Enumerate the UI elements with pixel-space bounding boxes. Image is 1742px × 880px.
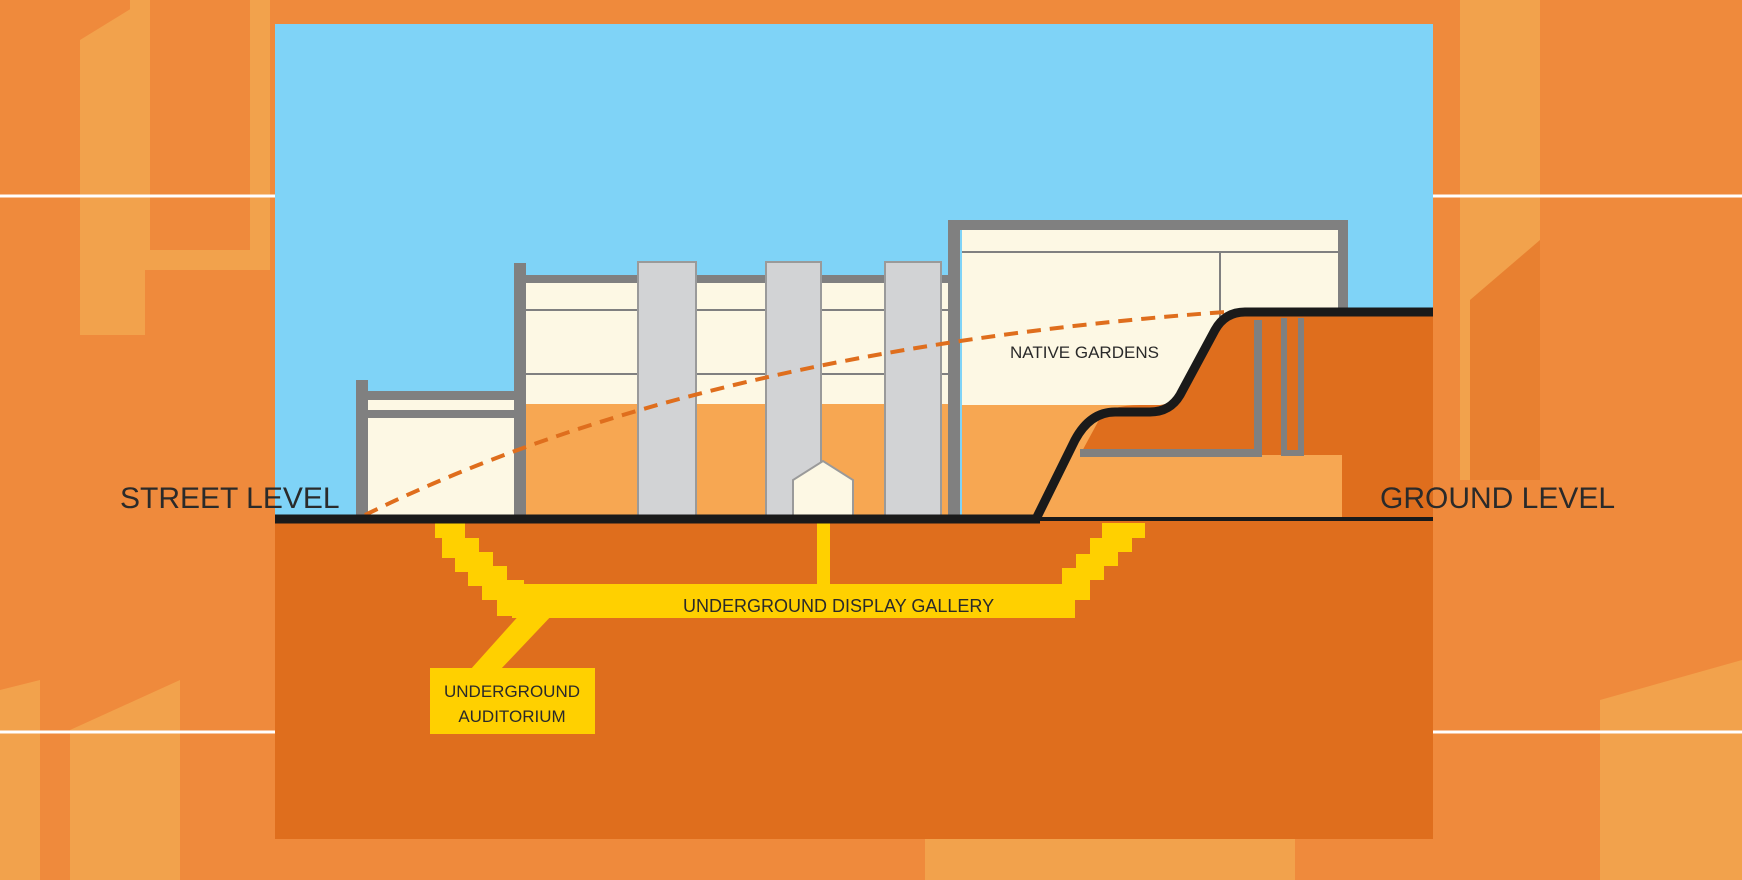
bg-shape-right-wedge bbox=[1470, 240, 1540, 480]
gallery-corridor bbox=[512, 584, 1057, 618]
underground-structures bbox=[430, 523, 1145, 734]
rule-lines bbox=[0, 194, 1742, 734]
middle-building-lower bbox=[523, 404, 953, 518]
middle-building-left-wall bbox=[514, 263, 526, 518]
left-building-roof bbox=[356, 391, 518, 400]
left-building-wall bbox=[356, 380, 368, 518]
gallery-stem bbox=[817, 523, 830, 588]
right-building-roof bbox=[948, 220, 1348, 230]
auditorium-label-line2: AUDITORIUM bbox=[458, 707, 565, 726]
bg-shape-bottom-right bbox=[1600, 660, 1742, 880]
left-staircase bbox=[435, 523, 524, 616]
left-building-floor bbox=[368, 410, 518, 418]
auditorium-connector bbox=[470, 612, 555, 670]
column-1 bbox=[637, 261, 697, 519]
bg-shape-bottom-left bbox=[0, 680, 40, 880]
sightline-arc bbox=[364, 310, 1226, 517]
mound-shaft bbox=[1281, 318, 1304, 456]
display-gallery-label: UNDERGROUND DISPLAY GALLERY bbox=[683, 596, 994, 616]
bg-shape-bottom-left-2 bbox=[70, 680, 180, 880]
auditorium-label-line1: UNDERGROUND bbox=[444, 682, 580, 701]
auditorium-box bbox=[430, 668, 595, 734]
left-building bbox=[356, 380, 518, 518]
ground-level-label: GROUND LEVEL bbox=[1380, 482, 1615, 515]
column-3 bbox=[884, 261, 942, 519]
middle-building-roof bbox=[514, 275, 954, 283]
bg-shape-top-left-inner bbox=[150, 0, 250, 250]
right-staircase bbox=[1040, 523, 1145, 618]
hill-profile-line bbox=[1031, 307, 1433, 521]
ground-lines bbox=[275, 307, 1433, 524]
garden-mound bbox=[1080, 312, 1433, 519]
native-gardens-label: NATIVE GARDENS bbox=[1010, 343, 1159, 362]
middle-building bbox=[514, 261, 954, 519]
bg-shape-top-left bbox=[80, 0, 145, 335]
mound-room-outline bbox=[1080, 320, 1262, 457]
right-building-left-wall bbox=[948, 220, 960, 518]
street-level-label: STREET LEVEL bbox=[120, 482, 340, 515]
right-building-right-wall bbox=[1338, 220, 1348, 310]
